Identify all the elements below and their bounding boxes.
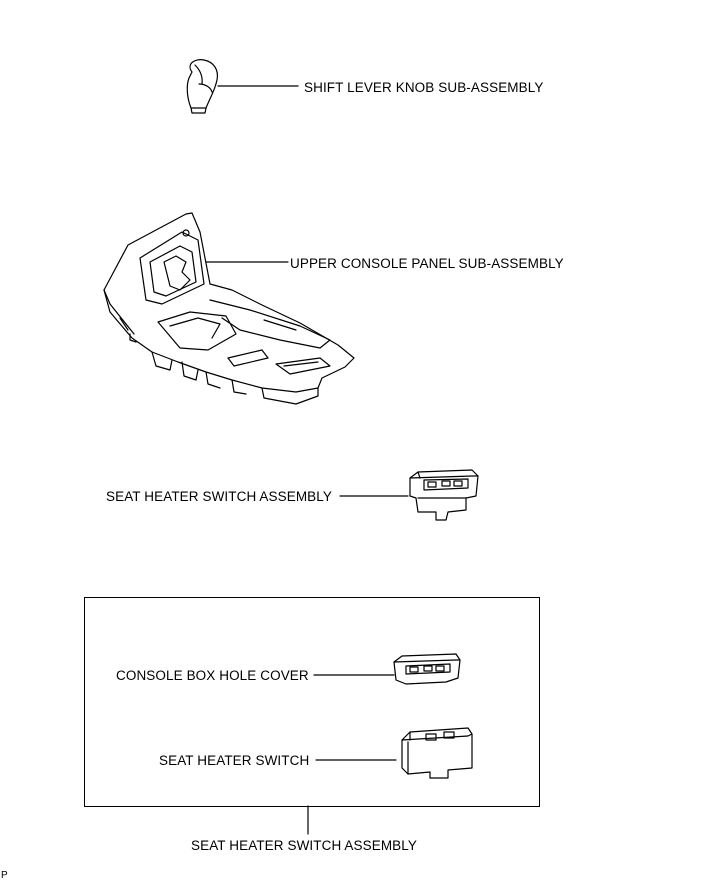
label-seat-heater-switch-assembly-group: SEAT HEATER SWITCH ASSEMBLY: [191, 838, 417, 853]
label-seat-heater-switch: SEAT HEATER SWITCH: [159, 753, 310, 768]
label-seat-heater-switch-assembly: SEAT HEATER SWITCH ASSEMBLY: [106, 489, 332, 504]
assembly-group-frame: [84, 597, 540, 807]
label-shift-lever-knob: SHIFT LEVER KNOB SUB-ASSEMBLY: [304, 80, 544, 95]
corner-mark: P: [1, 870, 8, 881]
upper-console-panel-drawing: [103, 212, 355, 405]
label-console-box-hole-cover: CONSOLE BOX HOLE COVER: [116, 668, 309, 683]
label-upper-console-panel: UPPER CONSOLE PANEL SUB-ASSEMBLY: [290, 256, 564, 271]
seat-heater-switch-drawing: [401, 727, 473, 779]
shift-lever-knob-drawing: [186, 59, 219, 114]
console-box-hole-cover-drawing: [393, 653, 461, 685]
seat-heater-switch-assembly-drawing: [409, 469, 479, 521]
